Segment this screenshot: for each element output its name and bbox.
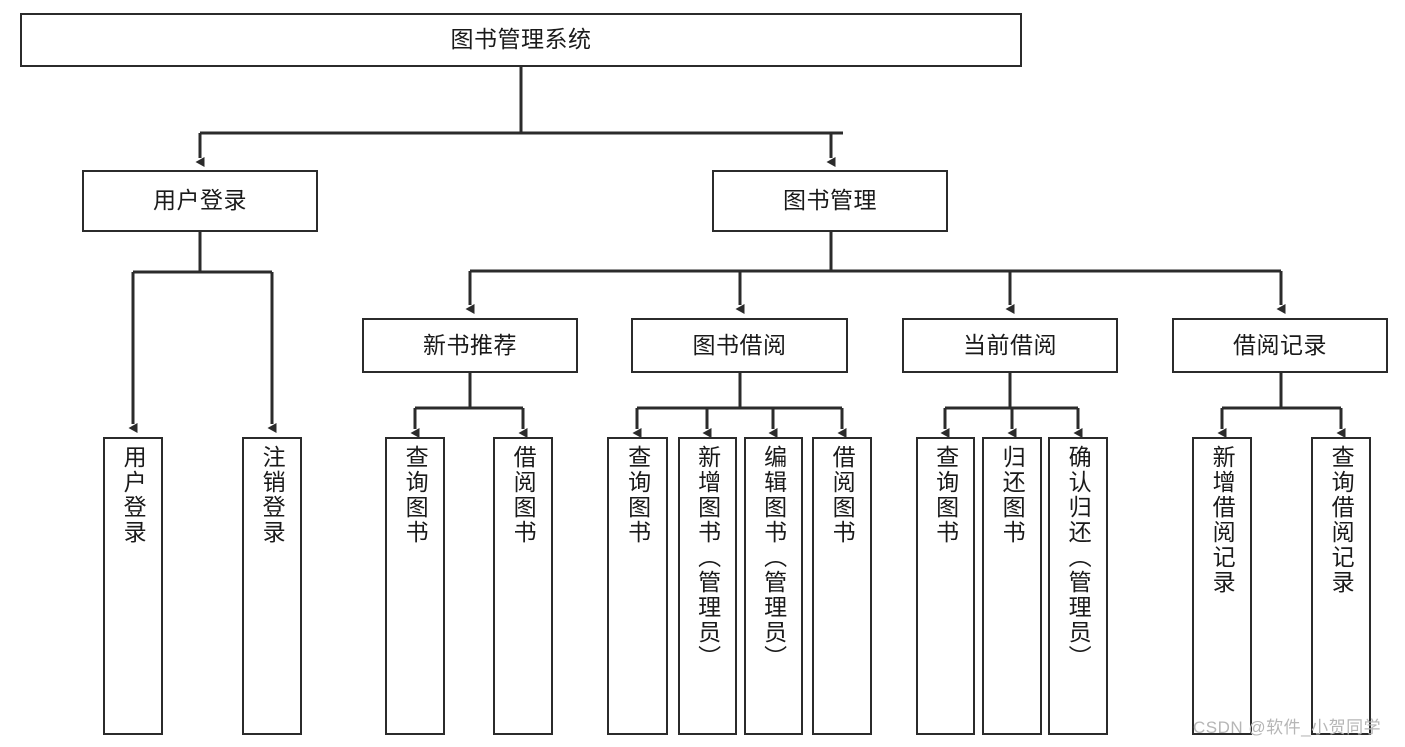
node-leaf-query-record[interactable]: 查询借阅记录 — [1311, 437, 1371, 735]
node-leaf-query-book-1-label: 查询图书 — [402, 445, 429, 545]
node-leaf-edit-book-label: 编辑图书（管理员） — [760, 445, 787, 670]
node-leaf-borrow-book-1-label: 借阅图书 — [510, 445, 537, 545]
node-book-borrow-label: 图书借阅 — [692, 331, 787, 358]
csdn-watermark: CSDN @软件_小贺同学 — [1193, 718, 1382, 737]
node-leaf-user-login[interactable]: 用户登录 — [103, 437, 163, 735]
node-leaf-logout[interactable]: 注销登录 — [242, 437, 302, 735]
node-root[interactable]: 图书管理系统 — [20, 13, 1022, 67]
node-leaf-query-book-3[interactable]: 查询图书 — [916, 437, 975, 735]
node-leaf-query-book-3-label: 查询图书 — [932, 445, 959, 545]
node-leaf-confirm-return[interactable]: 确认归还（管理员） — [1048, 437, 1108, 735]
node-borrow-record[interactable]: 借阅记录 — [1172, 318, 1388, 373]
node-leaf-add-record-label: 新增借阅记录 — [1209, 445, 1236, 595]
node-user-login-label: 用户登录 — [153, 187, 247, 214]
node-leaf-return-book-label: 归还图书 — [999, 445, 1026, 545]
node-book-manage-label: 图书管理 — [783, 187, 877, 214]
node-leaf-borrow-book-1[interactable]: 借阅图书 — [493, 437, 553, 735]
node-leaf-return-book[interactable]: 归还图书 — [982, 437, 1042, 735]
node-current-borrow-label: 当前借阅 — [963, 331, 1057, 358]
node-book-manage[interactable]: 图书管理 — [712, 170, 948, 232]
node-book-borrow[interactable]: 图书借阅 — [631, 318, 848, 373]
node-leaf-add-book-label: 新增图书（管理员） — [694, 445, 721, 670]
node-current-borrow[interactable]: 当前借阅 — [902, 318, 1118, 373]
node-leaf-query-record-label: 查询借阅记录 — [1328, 445, 1355, 595]
node-leaf-borrow-book-2-label: 借阅图书 — [829, 445, 856, 545]
node-borrow-record-label: 借阅记录 — [1233, 331, 1327, 358]
node-leaf-user-login-label: 用户登录 — [120, 445, 147, 545]
node-leaf-add-record[interactable]: 新增借阅记录 — [1192, 437, 1252, 735]
node-leaf-query-book-2-label: 查询图书 — [624, 445, 651, 545]
node-leaf-add-book[interactable]: 新增图书（管理员） — [678, 437, 737, 735]
node-leaf-logout-label: 注销登录 — [259, 445, 286, 545]
node-user-login[interactable]: 用户登录 — [82, 170, 318, 232]
node-new-book-recommend-label: 新书推荐 — [423, 331, 517, 358]
node-root-label: 图书管理系统 — [450, 26, 592, 53]
node-leaf-query-book-2[interactable]: 查询图书 — [607, 437, 668, 735]
node-leaf-confirm-return-label: 确认归还（管理员） — [1065, 445, 1092, 670]
node-leaf-query-book-1[interactable]: 查询图书 — [385, 437, 445, 735]
node-leaf-borrow-book-2[interactable]: 借阅图书 — [812, 437, 872, 735]
node-leaf-edit-book[interactable]: 编辑图书（管理员） — [744, 437, 803, 735]
node-new-book-recommend[interactable]: 新书推荐 — [362, 318, 578, 373]
